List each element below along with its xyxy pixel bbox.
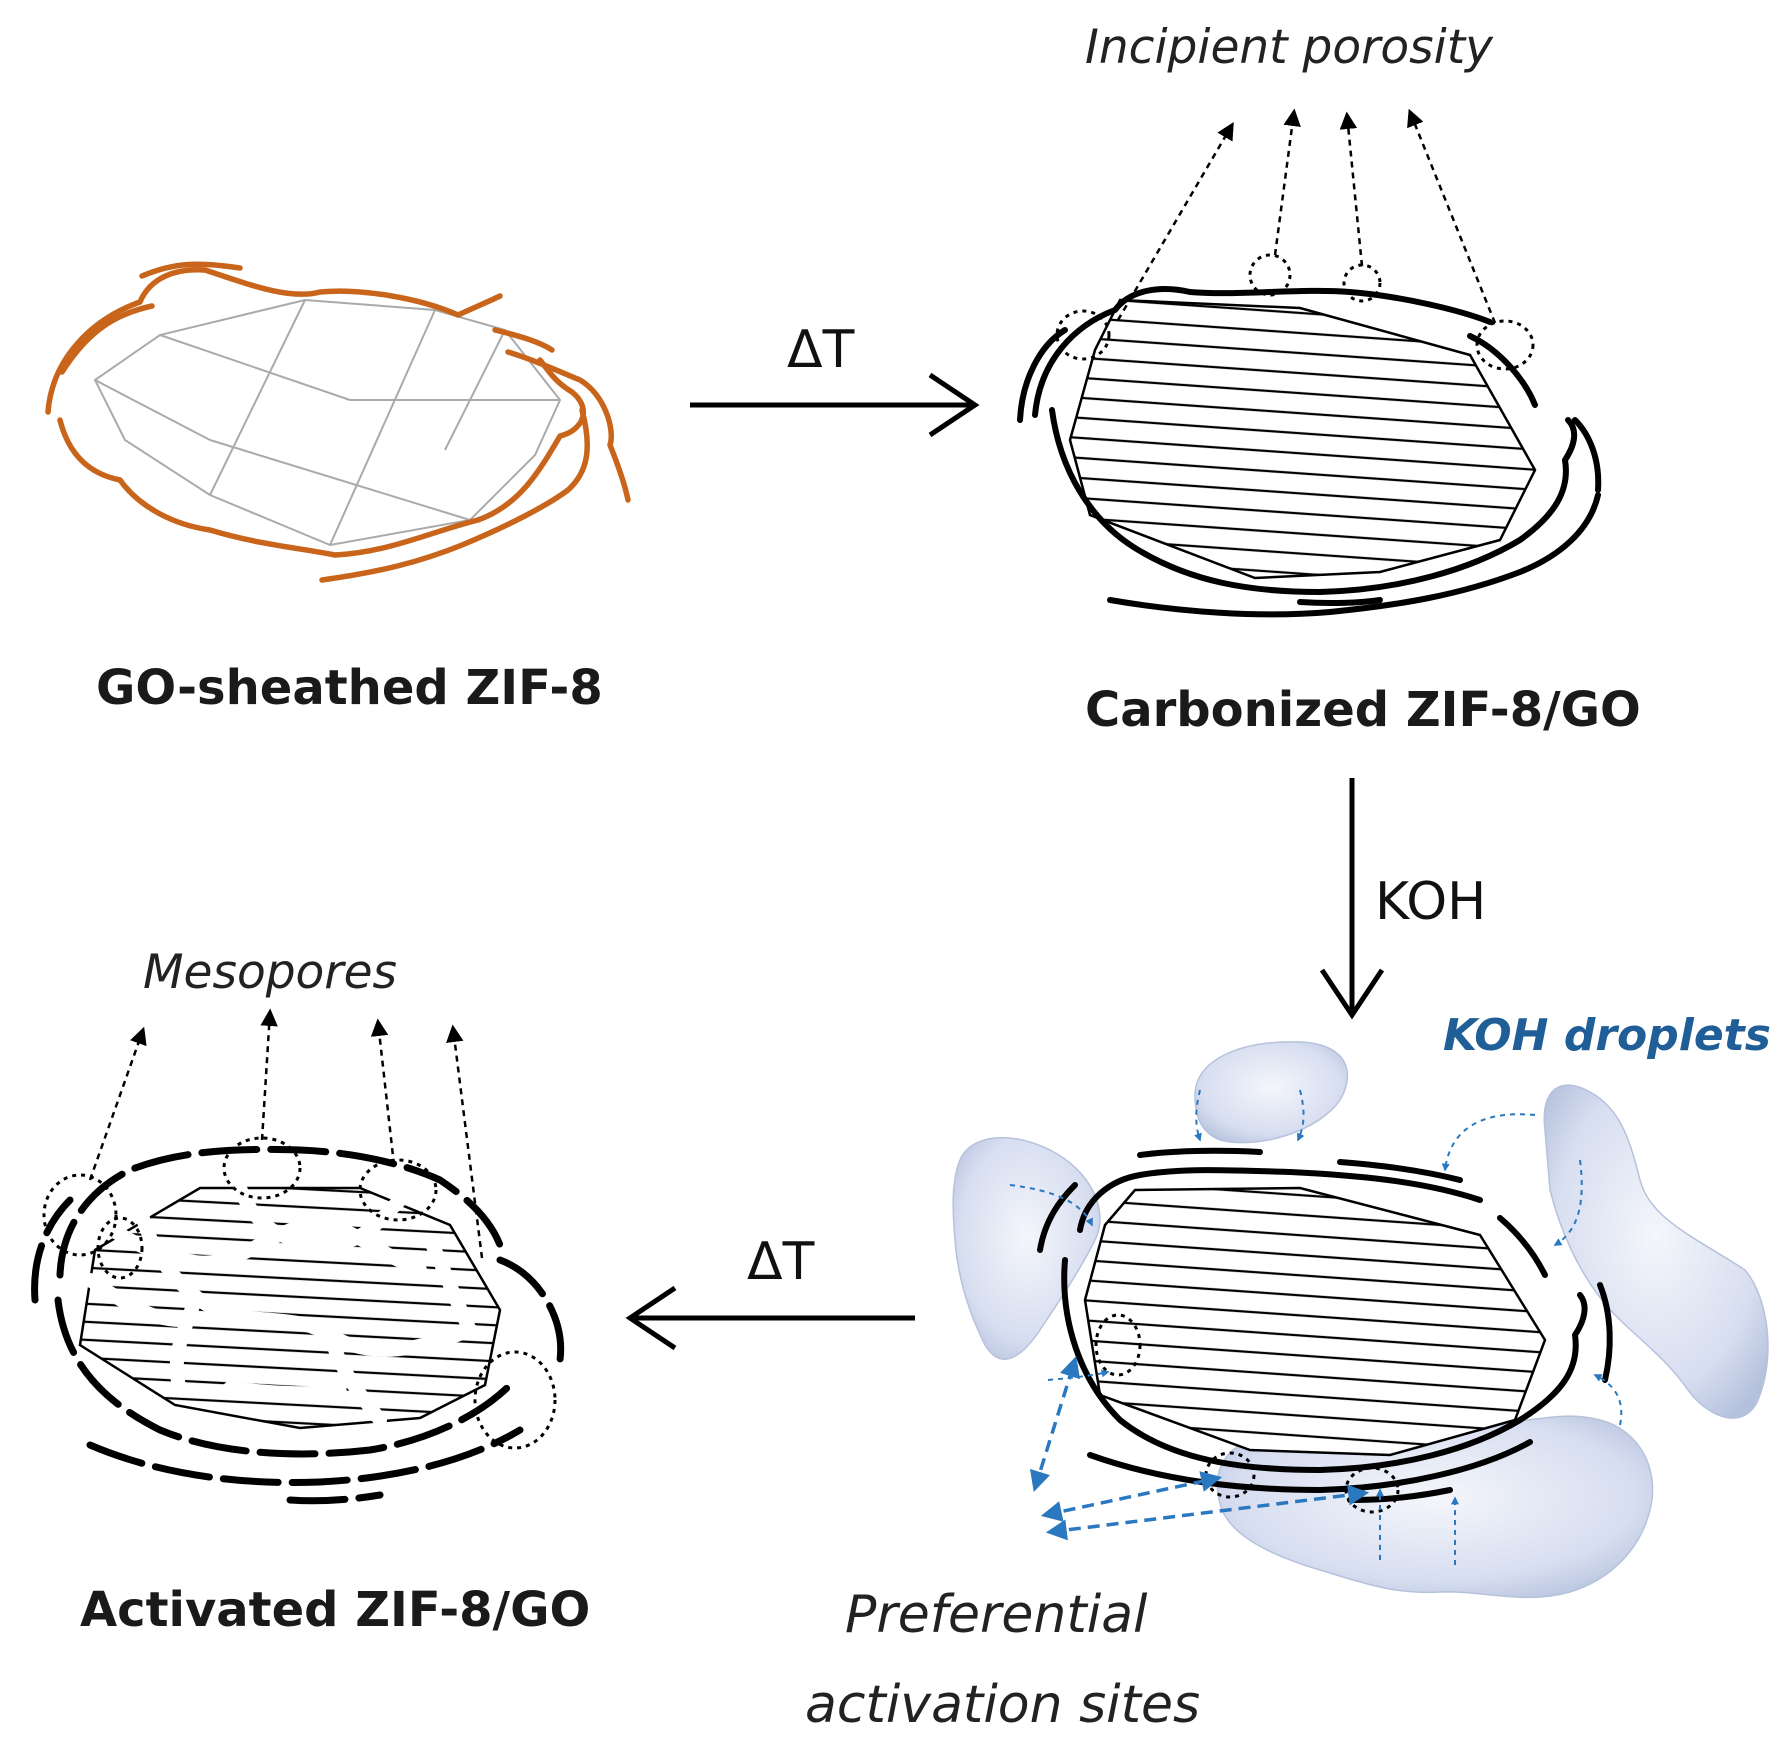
carbonized-zif8-particle: [1017, 286, 1602, 618]
heat-step-1-label: ΔT: [787, 320, 855, 380]
carbonized-zif8-label: Carbonized ZIF-8/GO: [1085, 682, 1641, 738]
heat-arrow-2: [625, 1285, 915, 1351]
heat-arrow-1: [690, 372, 980, 438]
koh-step-label: KOH: [1375, 872, 1487, 932]
activated-zif8-particle: [31, 1145, 565, 1505]
mesopores: [42, 1136, 557, 1450]
koh-droplets-label: KOH droplets: [1443, 1010, 1771, 1061]
incipient-porosity-arrows: [1116, 108, 1497, 324]
go-sheathed-zif8-particle: [45, 261, 631, 583]
preferential-site-arrows: [1029, 1355, 1370, 1541]
preferential-sites-label-line1: Preferential: [845, 1585, 1148, 1645]
activated-zif8-label: Activated ZIF-8/GO: [80, 1582, 591, 1638]
incipient-porosity-label: Incipient porosity: [1085, 20, 1493, 75]
go-sheathed-zif8-label: GO-sheathed ZIF-8: [96, 660, 603, 716]
incipient-pores: [1055, 253, 1535, 371]
mesopore-arrows: [88, 1008, 484, 1259]
mesopores-label: Mesopores: [143, 945, 398, 1000]
heat-step-2-label: ΔT: [747, 1232, 815, 1292]
preferential-sites-label-line2: activation sites: [805, 1675, 1201, 1735]
koh-arrow: [1319, 778, 1385, 1020]
